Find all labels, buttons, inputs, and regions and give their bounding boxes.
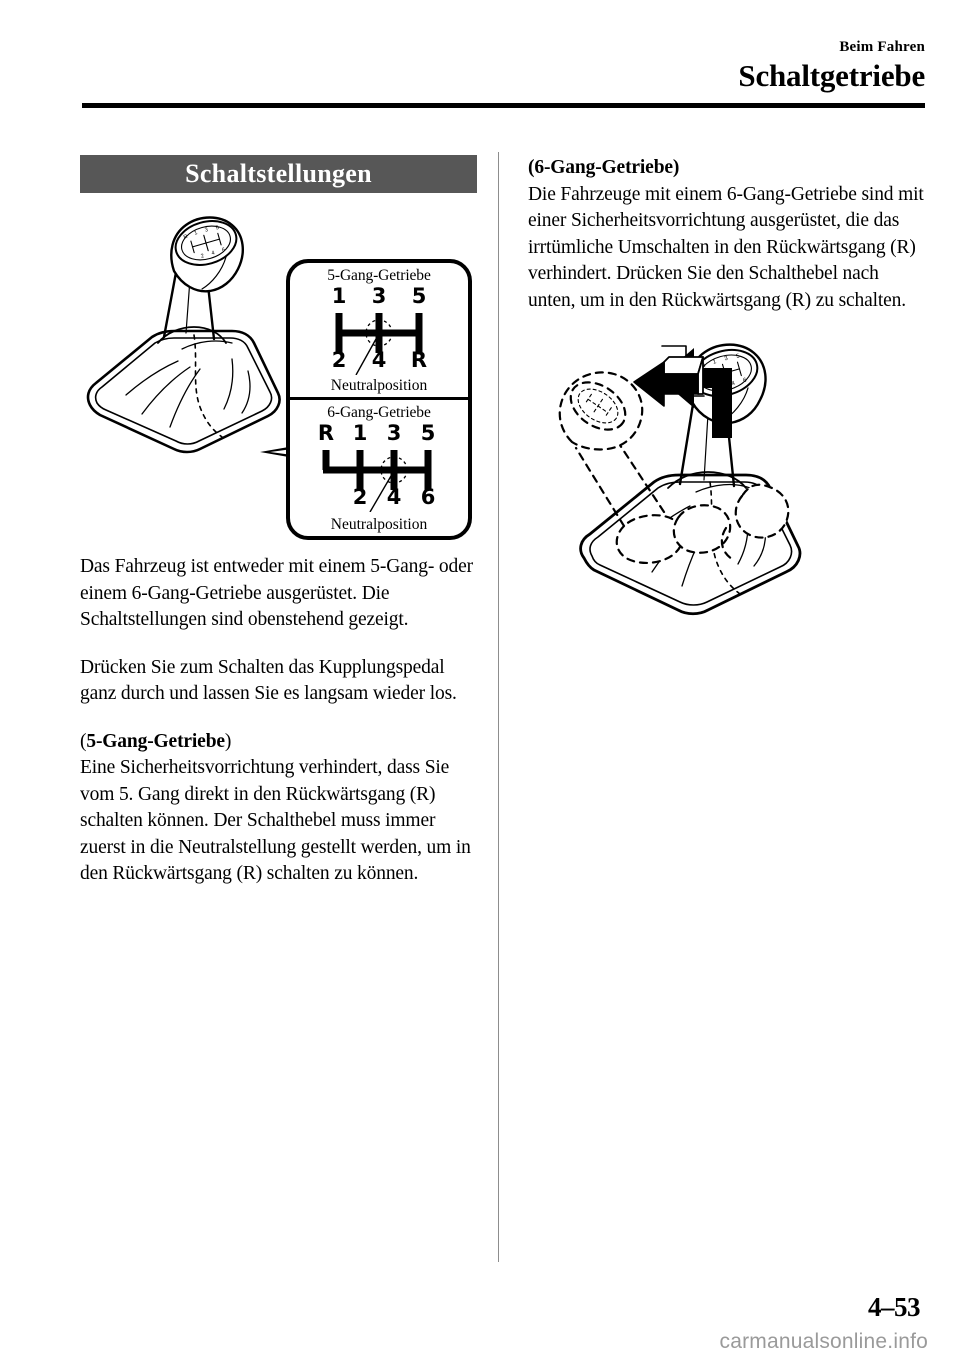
page-title: Schaltgetriebe	[738, 58, 925, 93]
svg-text:5: 5	[412, 284, 427, 308]
svg-text:R: R	[183, 234, 188, 241]
svg-text:3: 3	[204, 227, 209, 234]
header-rule	[82, 103, 925, 108]
svg-text:5: 5	[421, 421, 436, 445]
svg-text:4: 4	[372, 348, 387, 372]
header-eyebrow: Beim Fahren	[839, 39, 925, 55]
paragraph-six-speed-lockout: Die Fahrzeuge mit einem 6-Gang-Getriebe …	[528, 183, 924, 311]
svg-text:6: 6	[221, 247, 226, 254]
svg-text:1: 1	[353, 421, 368, 445]
svg-text:6: 6	[421, 485, 436, 509]
paragraph-vehicle-equipped: Das Fahrzeug ist entweder mit einem 5-Ga…	[80, 556, 473, 630]
section-title: Schaltstellungen	[185, 159, 372, 188]
svg-text:2: 2	[200, 253, 205, 260]
svg-text:1: 1	[194, 230, 199, 237]
svg-text:1: 1	[712, 359, 717, 366]
svg-text:3: 3	[387, 421, 402, 445]
svg-text:4: 4	[731, 381, 736, 388]
svg-text:5: 5	[736, 353, 741, 360]
subhead-five-speed-paren-open: (	[80, 730, 87, 752]
six-speed-caption: 6-Gang-Getriebe	[327, 403, 431, 421]
reverse-gear-figure: R1 35 246	[528, 336, 928, 636]
six-speed-neutral-label: Neutralposition	[330, 516, 428, 533]
column-divider	[498, 152, 499, 1262]
watermark: carmanualsonline.info	[719, 1330, 928, 1353]
paragraph-five-speed-lockout: Eine Sicherheitsvorrichtung verhindert, …	[80, 757, 471, 884]
svg-text:4: 4	[387, 485, 402, 509]
svg-text:5: 5	[215, 225, 220, 232]
left-column-body: Das Fahrzeug ist entweder mit einem 5-Ga…	[80, 554, 480, 888]
svg-text:R: R	[411, 348, 427, 372]
right-column-body: (6-Gang-Getriebe) Die Fahrzeuge mit eine…	[528, 155, 928, 314]
five-speed-neutral-label: Neutralposition	[330, 376, 428, 394]
svg-text:2: 2	[332, 348, 347, 372]
paragraph-clutch-pedal: Drücken Sie zum Schalten das Kupplungspe…	[80, 656, 457, 705]
svg-text:R: R	[318, 421, 334, 445]
svg-text:1: 1	[332, 284, 347, 308]
section-banner: Schaltstellungen	[80, 155, 477, 193]
svg-text:3: 3	[724, 356, 729, 363]
subhead-five-speed-text: 5-Gang-Getriebe	[86, 730, 225, 752]
svg-text:4: 4	[211, 250, 216, 257]
left-column: Schaltstellungen	[80, 155, 480, 909]
subhead-six-speed: (6-Gang-Getriebe)	[528, 157, 680, 178]
svg-text:3: 3	[372, 284, 387, 308]
right-column: (6-Gang-Getriebe) Die Fahrzeuge mit eine…	[528, 155, 928, 636]
page-header: Beim Fahren Schaltgetriebe	[82, 38, 925, 94]
page-number: 4–53	[868, 1292, 921, 1322]
subhead-five-speed-paren-close: )	[224, 730, 232, 752]
svg-text:2: 2	[353, 485, 368, 509]
subhead-five-speed: (5-Gang-Getriebe)	[80, 729, 480, 756]
svg-text:6: 6	[742, 377, 747, 384]
five-speed-caption: 5-Gang-Getriebe	[327, 267, 431, 284]
